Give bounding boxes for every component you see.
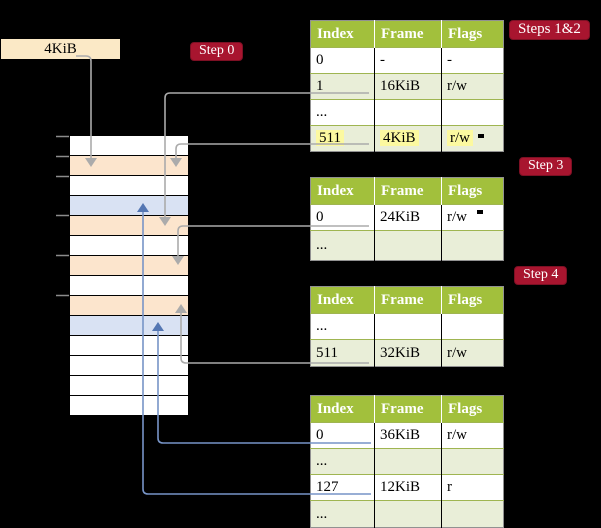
cell-flags: [441, 313, 504, 340]
column-header-index: Index: [310, 177, 375, 205]
table-row: 0 36KiB r/w: [310, 422, 504, 449]
cell-flags: r/w: [441, 339, 504, 367]
memory-frame-11: [70, 356, 188, 376]
memory-frame-1: [70, 156, 188, 176]
cell-frame: [374, 230, 442, 261]
column-header-flags: Flags: [441, 286, 504, 314]
memory-frame-13: [70, 396, 188, 415]
badge-step-3: Step 3: [519, 157, 573, 176]
cr3-frame-label: 4KiB: [44, 40, 77, 57]
column-header-index: Index: [310, 20, 375, 48]
cr3-frame-box: 4KiB: [1, 39, 120, 59]
badge-step-4: Step 4: [514, 266, 568, 285]
cell-frame: 16KiB: [374, 73, 442, 100]
cell-frame: 36KiB: [374, 422, 442, 449]
row-pointer-mark: [477, 210, 483, 214]
memory-address-ticks: [56, 135, 69, 297]
column-header-frame: Frame: [374, 395, 442, 423]
table-header-row: Index Frame Flags: [310, 20, 504, 48]
cell-flags: r/w: [441, 125, 504, 152]
column-header-flags: Flags: [441, 177, 504, 205]
table-row: 0 - -: [310, 47, 504, 74]
table-header-row: Index Frame Flags: [310, 286, 504, 314]
page-table-2: Index Frame Flags 0 24KiB r/w ...: [310, 177, 504, 261]
table-header-row: Index Frame Flags: [310, 395, 504, 423]
table-row: ...: [310, 99, 504, 126]
cell-frame: [374, 500, 442, 528]
cell-frame: 32KiB: [374, 339, 442, 367]
memory-frame-0: [70, 136, 188, 156]
table-row: 0 24KiB r/w: [310, 204, 504, 231]
memory-frame-4: [70, 216, 188, 236]
cell-index: 0: [310, 204, 375, 231]
cell-frame: [374, 99, 442, 126]
table-row: ...: [310, 230, 504, 261]
physical-memory-column: [70, 136, 188, 415]
column-header-flags: Flags: [441, 20, 504, 48]
cell-flags: -: [441, 47, 504, 74]
page-table-4: Index Frame Flags 0 36KiB r/w ... 127 12…: [310, 395, 504, 528]
cell-index: 0: [310, 422, 375, 449]
table-row: ...: [310, 448, 504, 475]
cell-frame: 24KiB: [374, 204, 442, 231]
cell-flags: [441, 500, 504, 528]
column-header-index: Index: [310, 286, 375, 314]
memory-frame-8: [70, 296, 188, 316]
cell-frame: [374, 448, 442, 475]
cell-index: 0: [310, 47, 375, 74]
table-row: 127 12KiB r: [310, 474, 504, 501]
cell-flags: r/w: [441, 422, 504, 449]
cell-frame: [374, 313, 442, 340]
column-header-frame: Frame: [374, 20, 442, 48]
highlighted-value: 511: [316, 130, 344, 146]
cell-flags: [441, 99, 504, 126]
table-row: ...: [310, 313, 504, 340]
badge-steps-1-2: Steps 1&2: [509, 20, 590, 40]
column-header-frame: Frame: [374, 177, 442, 205]
cell-flags: r/w: [441, 204, 504, 231]
memory-frame-9: [70, 316, 188, 336]
cell-index: 511: [310, 125, 375, 152]
cell-frame: 4KiB: [374, 125, 442, 152]
cell-index: ...: [310, 448, 375, 475]
cell-frame: 12KiB: [374, 474, 442, 501]
cell-index: 1: [310, 73, 375, 100]
cell-frame: -: [374, 47, 442, 74]
memory-frame-3: [70, 196, 188, 216]
cell-flags: r: [441, 474, 504, 501]
memory-frame-12: [70, 376, 188, 396]
column-header-index: Index: [310, 395, 375, 423]
table-row: 511 32KiB r/w: [310, 339, 504, 367]
highlighted-value: 4KiB: [380, 130, 419, 146]
table-row-highlighted: 511 4KiB r/w: [310, 125, 504, 152]
badge-step-0: Step 0: [190, 42, 244, 61]
table-row: ...: [310, 500, 504, 528]
cell-index: ...: [310, 99, 375, 126]
column-header-frame: Frame: [374, 286, 442, 314]
page-table-1: Index Frame Flags 0 - - 1 16KiB r/w ... …: [310, 20, 504, 152]
cell-index: ...: [310, 230, 375, 261]
cell-index: ...: [310, 313, 375, 340]
cell-index: 511: [310, 339, 375, 367]
cell-flags: r/w: [441, 73, 504, 100]
memory-frame-6: [70, 256, 188, 276]
cell-flags: [441, 230, 504, 261]
memory-frame-10: [70, 336, 188, 356]
highlighted-value: r/w: [447, 130, 473, 146]
memory-frame-2: [70, 176, 188, 196]
table-row: 1 16KiB r/w: [310, 73, 504, 100]
memory-frame-5: [70, 236, 188, 256]
memory-frame-7: [70, 276, 188, 296]
column-header-flags: Flags: [441, 395, 504, 423]
cell-index: 127: [310, 474, 375, 501]
row-pointer-mark: [478, 134, 484, 138]
page-table-3: Index Frame Flags ... 511 32KiB r/w: [310, 286, 504, 367]
cell-index: ...: [310, 500, 375, 528]
cell-flags: [441, 448, 504, 475]
table-header-row: Index Frame Flags: [310, 177, 504, 205]
